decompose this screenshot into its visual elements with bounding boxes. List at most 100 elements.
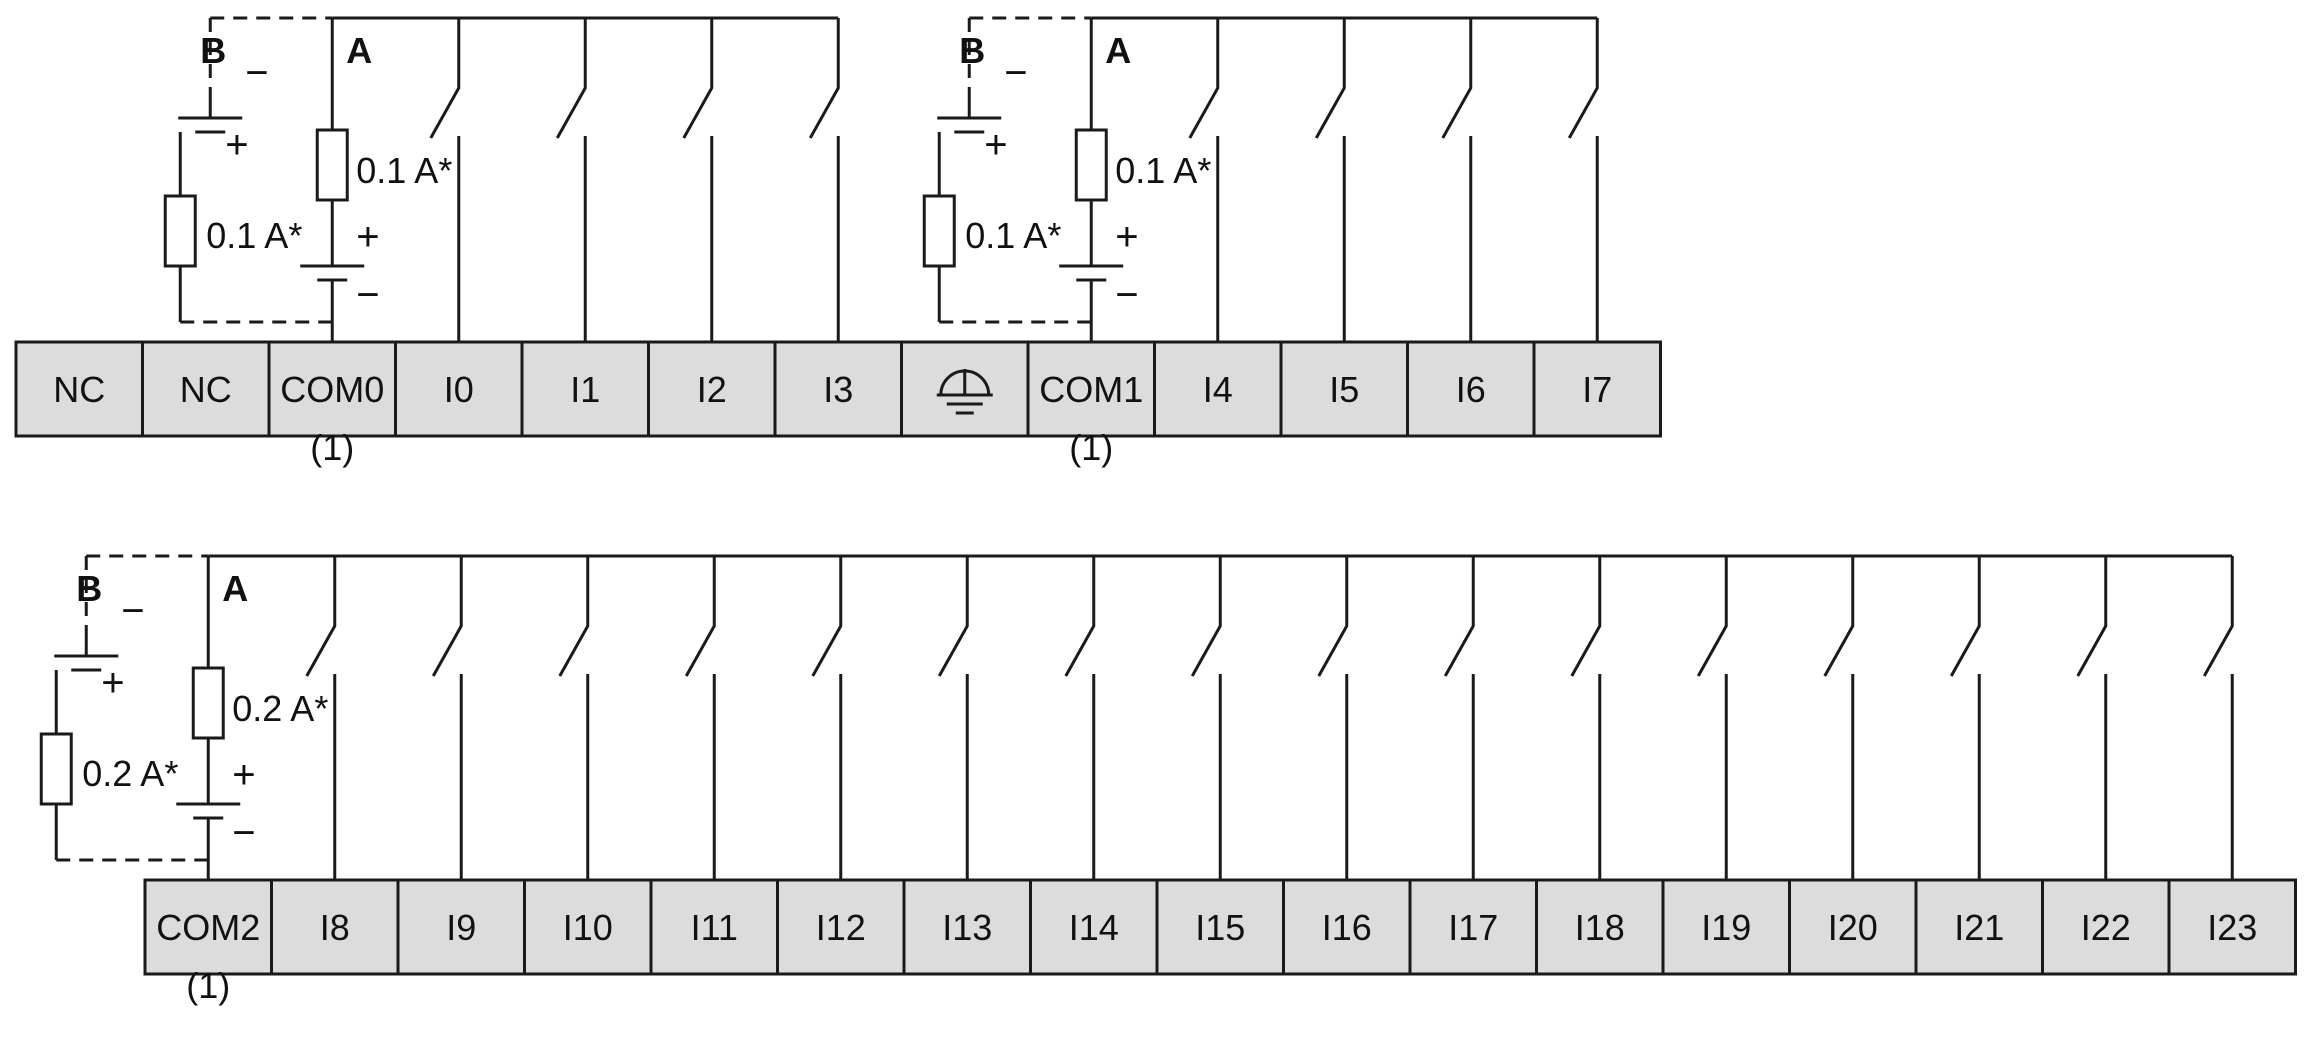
switch-contact-icon [937, 556, 969, 880]
label-b: B [76, 568, 102, 609]
terminal-label: I13 [942, 907, 992, 948]
contact-blade [1190, 556, 1222, 677]
contact-blade [1567, 18, 1599, 139]
terminal-label: COM0 [280, 369, 384, 410]
terminal-label: I2 [697, 369, 727, 410]
terminal-i16 [1282, 878, 1412, 976]
terminal-i15 [1155, 878, 1285, 976]
terminal-i8 [270, 878, 400, 976]
contact-blade [1317, 556, 1349, 677]
terminal-i2 [647, 340, 777, 438]
terminal-label: NC [53, 369, 105, 410]
contact-blade [1570, 556, 1602, 677]
ground-icon [936, 369, 993, 415]
contact-blade [558, 556, 590, 677]
switch-contact-icon [431, 556, 463, 880]
terminal-label: COM2 [156, 907, 260, 948]
terminal-i12 [776, 878, 906, 976]
switch-contact-icon [2076, 556, 2108, 880]
terminal-label: I10 [563, 907, 613, 948]
terminal-label: I23 [2207, 907, 2257, 948]
terminal-label: I22 [2081, 907, 2131, 948]
switch-contact-icon [1567, 18, 1599, 342]
label-a: A [222, 568, 248, 609]
minus-sign: − [1115, 273, 1138, 317]
terminal-label: I0 [444, 369, 474, 410]
plus-sign: + [225, 123, 248, 167]
switch-contact-icon [558, 556, 590, 880]
contact-blade [808, 18, 840, 139]
fuse-b-icon [39, 732, 73, 806]
terminal-label: I4 [1203, 369, 1233, 410]
terminal-i23 [2167, 878, 2297, 976]
terminal-i19 [1661, 878, 1791, 976]
note-label: (1) [310, 427, 354, 468]
terminal-i18 [1535, 878, 1665, 976]
contact-blade [937, 556, 969, 677]
contact-blade [684, 556, 716, 677]
terminal-label: NC [180, 369, 232, 410]
plus-sign: + [1115, 215, 1138, 259]
note-label: (1) [1069, 427, 1113, 468]
terminal-label: I14 [1069, 907, 1119, 948]
contact-blade [429, 18, 461, 139]
terminal-label: I3 [823, 369, 853, 410]
plus-sign: + [984, 123, 1007, 167]
minus-sign: − [232, 811, 255, 855]
switch-contact-icon [811, 556, 843, 880]
terminal-i7 [1532, 340, 1662, 438]
terminal-i1 [520, 340, 650, 438]
contact-blade [1443, 556, 1475, 677]
terminal-label: I8 [320, 907, 350, 948]
switch-contact-icon [1696, 556, 1728, 880]
contact-blade [682, 18, 714, 139]
switch-contact-icon [1443, 556, 1475, 880]
terminal-i13 [902, 878, 1032, 976]
plus-sign: + [101, 661, 124, 705]
contact-blade [2076, 556, 2108, 677]
terminal-com1 [1026, 340, 1156, 438]
terminal-label: I5 [1329, 369, 1359, 410]
switch-contact-icon [808, 18, 840, 342]
minus-sign: − [1004, 51, 1027, 95]
switch-contact-icon [429, 18, 461, 342]
terminal-label: I18 [1575, 907, 1625, 948]
label-a: A [1105, 30, 1131, 71]
switch-contact-icon [1314, 18, 1346, 342]
terminal-ground-symbol [900, 340, 1030, 438]
terminal-label: I9 [446, 907, 476, 948]
switch-contact-icon [1823, 556, 1855, 880]
terminal-label: I16 [1322, 907, 1372, 948]
terminal-nc [14, 340, 144, 438]
minus-sign: − [121, 589, 144, 633]
terminal-label: I11 [691, 907, 738, 948]
terminal-label: I21 [1954, 907, 2004, 948]
fuse-a-label: 0.2 A* [232, 688, 328, 729]
terminal-label: I15 [1195, 907, 1245, 948]
contact-blade [1314, 18, 1346, 139]
terminal-label: I7 [1582, 369, 1612, 410]
label-b: B [959, 30, 985, 71]
contact-blade [1064, 556, 1096, 677]
contact-blade [1823, 556, 1855, 677]
switch-contact-icon [1441, 18, 1473, 342]
terminal-label: COM1 [1039, 369, 1143, 410]
switch-contact-icon [1949, 556, 1981, 880]
switch-contact-icon [1064, 556, 1096, 880]
terminal-label: I20 [1828, 907, 1878, 948]
contact-blade [1949, 556, 1981, 677]
contact-blade [1696, 556, 1728, 677]
switch-contact-icon [2202, 556, 2234, 880]
fuse-b-icon [922, 194, 956, 268]
terminal-label: I6 [1456, 369, 1486, 410]
terminal-i11 [649, 878, 779, 976]
plus-sign: + [356, 215, 379, 259]
terminal-i22 [2041, 878, 2171, 976]
switch-contact-icon [1317, 556, 1349, 880]
terminal-label: I12 [816, 907, 866, 948]
terminal-label: I17 [1448, 907, 1498, 948]
contact-blade [431, 556, 463, 677]
fuse-a-label: 0.1 A* [1115, 150, 1211, 191]
terminal-nc [141, 340, 271, 438]
fuse-a-icon [315, 128, 349, 202]
